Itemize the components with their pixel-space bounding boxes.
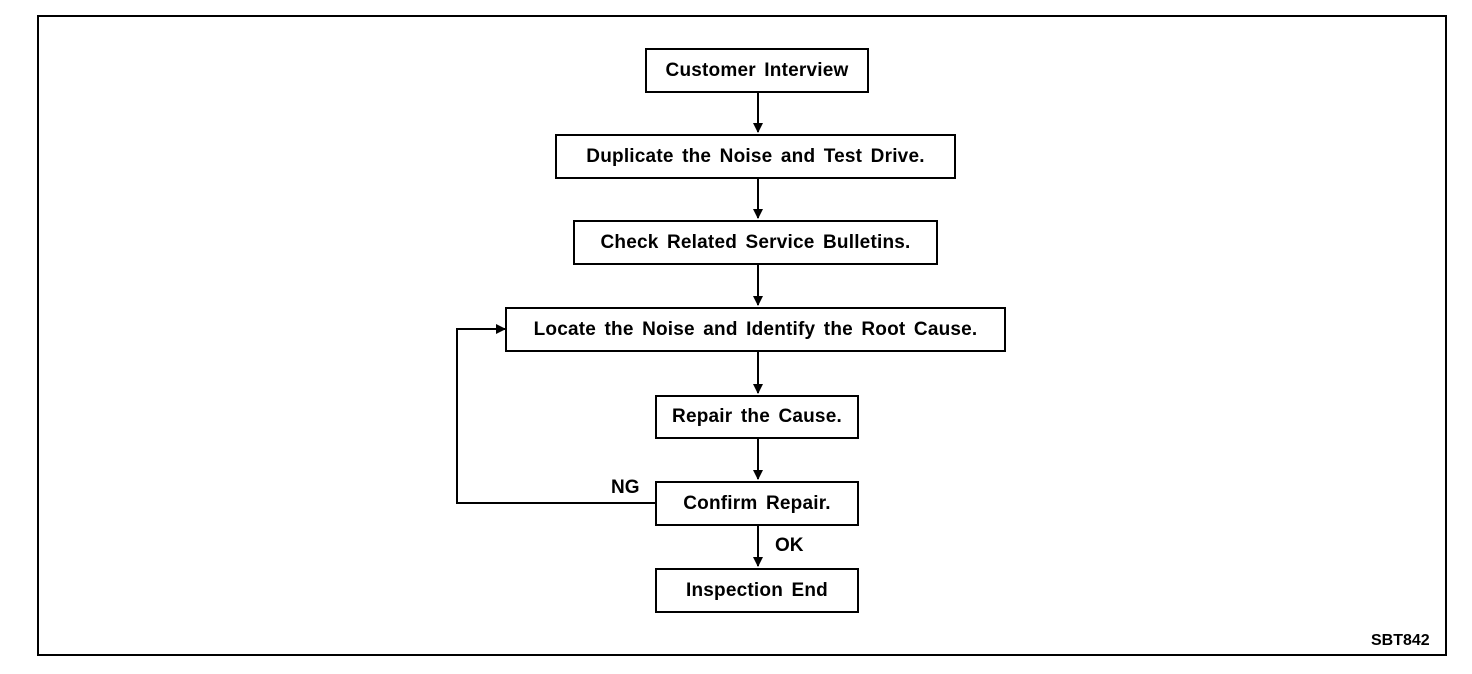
step-label: Check Related Service Bulletins.	[600, 231, 911, 253]
arrow-confirm-to-locate-ng	[456, 324, 655, 504]
step-label: Customer Interview	[665, 59, 849, 81]
step-label: Locate the Noise and Identify the Root C…	[533, 318, 978, 340]
ng-label: NG	[611, 477, 640, 498]
step-check-bulletins: Check Related Service Bulletins.	[573, 220, 938, 265]
diagram-frame	[37, 15, 1447, 656]
step-customer-interview: Customer Interview	[645, 48, 869, 93]
step-repair-cause: Repair the Cause.	[655, 395, 859, 439]
step-label: Duplicate the Noise and Test Drive.	[586, 145, 925, 167]
step-confirm-repair: Confirm Repair.	[655, 481, 859, 526]
step-label: Confirm Repair.	[683, 492, 831, 514]
step-label: Repair the Cause.	[672, 406, 842, 427]
figure-code: SBT842	[1371, 632, 1430, 649]
ok-label: OK	[775, 535, 804, 556]
step-inspection-end: Inspection End	[655, 568, 859, 613]
step-locate-noise: Locate the Noise and Identify the Root C…	[505, 307, 1006, 352]
step-label: Inspection End	[686, 579, 828, 601]
step-duplicate-noise: Duplicate the Noise and Test Drive.	[555, 134, 956, 179]
